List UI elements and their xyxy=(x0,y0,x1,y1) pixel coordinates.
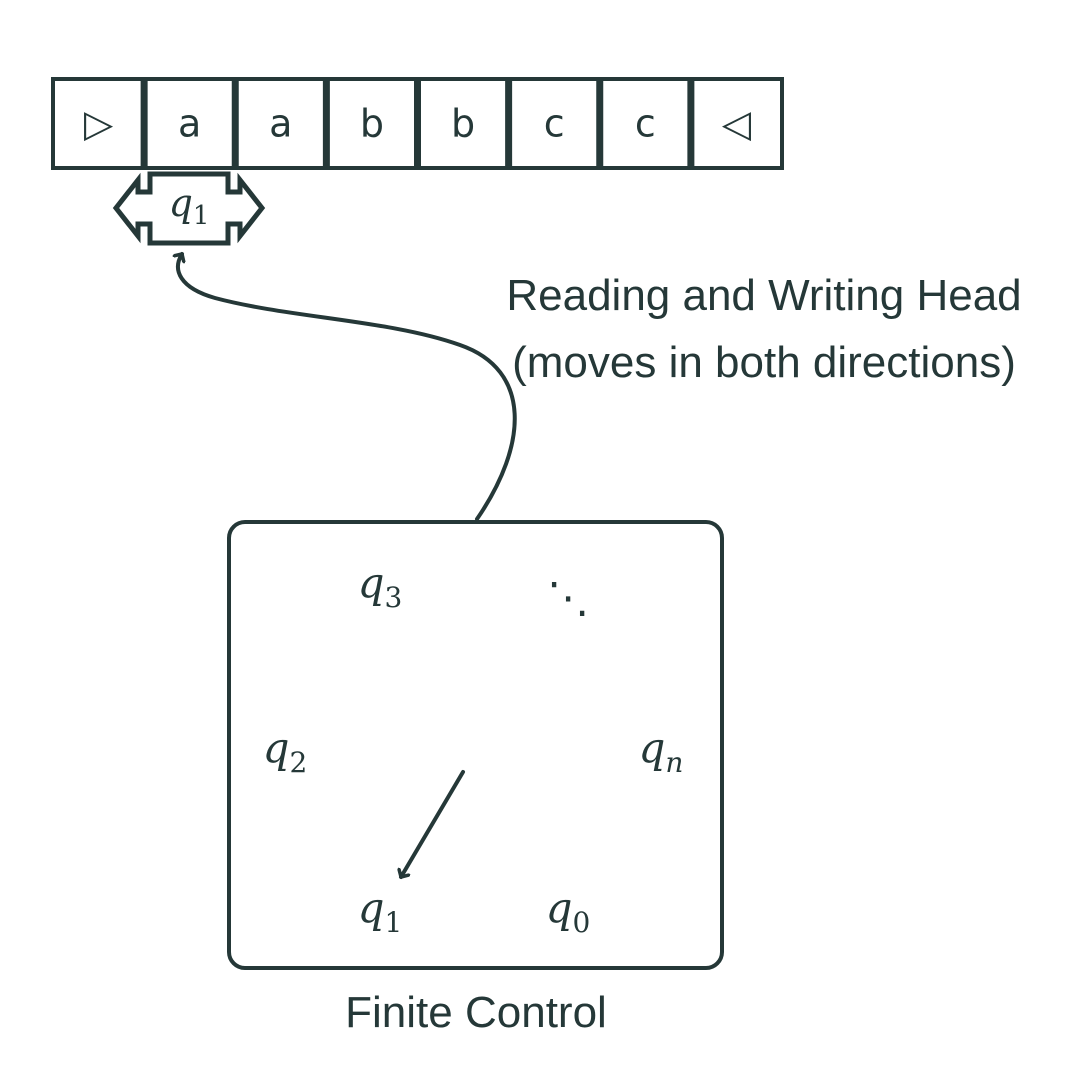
finite-control-box xyxy=(227,520,724,970)
head-label-line2: (moves in both directions) xyxy=(512,338,1016,387)
state-qn-base: q xyxy=(639,723,666,772)
control-to-head-arrow xyxy=(178,252,517,521)
head-label-line1: Reading and Writing Head xyxy=(506,271,1021,320)
finite-control: q3 ⋱ q2 qn q1 q0 xyxy=(227,520,724,970)
head-double-arrow-icon xyxy=(112,171,266,246)
state-q2-base: q xyxy=(263,723,290,772)
head-state-sub: 1 xyxy=(193,201,210,231)
state-q1-sub: 1 xyxy=(385,906,403,939)
tape-cell-symbol: b xyxy=(451,102,475,146)
tape-cell-symbol: a xyxy=(269,102,292,146)
state-q3-sub: 3 xyxy=(385,581,403,614)
ellipsis-dots: ⋱ xyxy=(547,573,589,622)
state-q2: q2 xyxy=(263,723,308,779)
state-q1: q1 xyxy=(358,883,403,939)
state-qn: qn xyxy=(639,723,684,779)
tape: ▷ a a b b c c ◁ xyxy=(51,77,784,170)
state-q0: q0 xyxy=(546,883,591,939)
tape-cell-symbol: ◁ xyxy=(722,102,752,146)
state-q3: q3 xyxy=(358,558,403,614)
state-q1-base: q xyxy=(358,883,385,932)
state-q3-base: q xyxy=(358,558,385,607)
head-state: q1 xyxy=(169,181,210,231)
finite-control-label: Finite Control xyxy=(345,988,607,1037)
tape-cell-symbol: c xyxy=(544,102,565,146)
tape-cell-symbol: ▷ xyxy=(84,102,114,146)
tape-cell-symbol: a xyxy=(178,102,201,146)
tape-cell-symbol: c xyxy=(635,102,656,146)
state-q2-sub: 2 xyxy=(290,746,308,779)
current-state-pointer-arrow xyxy=(401,770,465,879)
read-write-head: q1 xyxy=(112,171,266,246)
state-q0-base: q xyxy=(546,883,573,932)
tape-cell-symbol: b xyxy=(360,102,384,146)
head-state-base: q xyxy=(169,181,193,225)
state-q0-sub: 0 xyxy=(573,906,591,939)
state-qn-sub: n xyxy=(665,746,683,779)
